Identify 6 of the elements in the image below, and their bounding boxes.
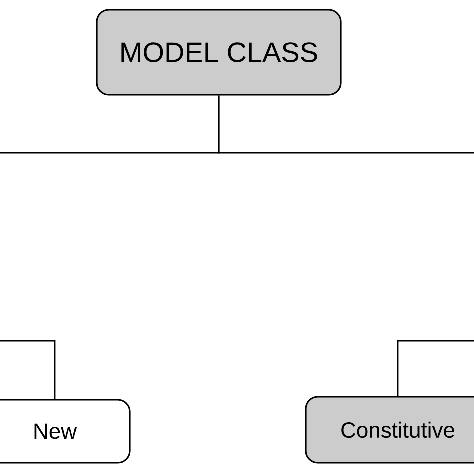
class-box: Constitutive [305, 396, 474, 464]
class-box: New [0, 399, 131, 464]
connector-line [218, 96, 474, 154]
class-box: MODEL CLASS [96, 9, 342, 96]
connector-line [397, 340, 474, 396]
connector-line [0, 340, 56, 400]
